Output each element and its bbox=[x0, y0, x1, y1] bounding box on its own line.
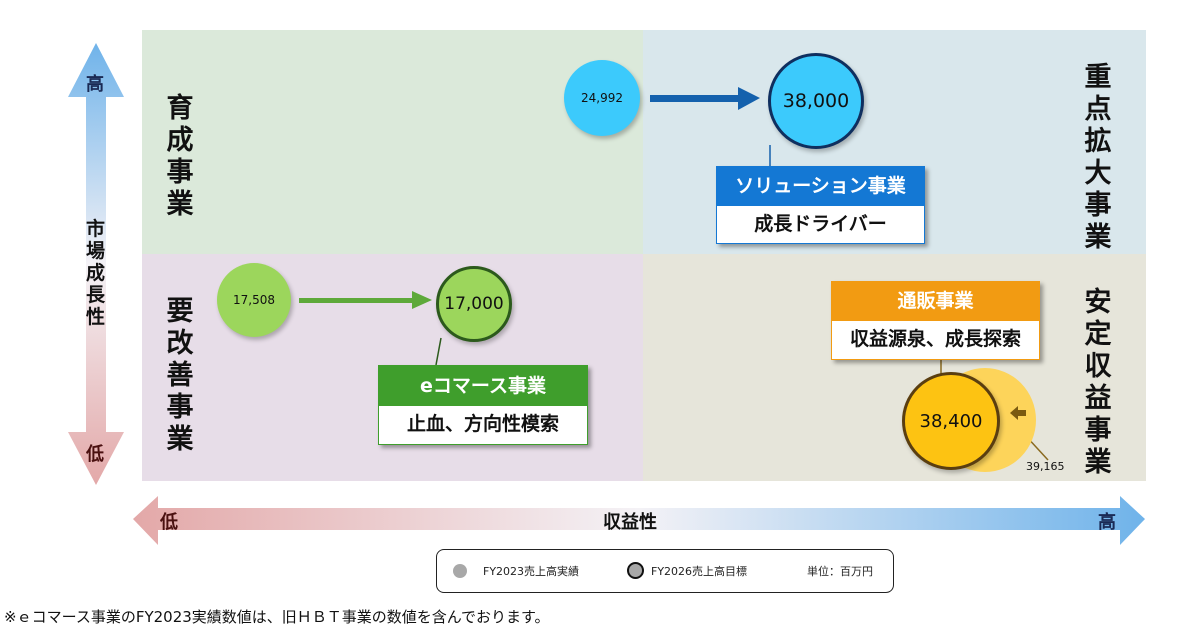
legend-fy2026-label: FY2026売上高目標 bbox=[651, 565, 748, 578]
ecommerce-fy2026-bubble: 17,000 bbox=[436, 266, 512, 342]
footnote: ※ｅコマース事業のFY2023実績数値は、旧ＨＢＴ事業の数値を含んでおります。 bbox=[4, 608, 550, 626]
solution-fy2023-bubble: 24,992 bbox=[564, 60, 640, 136]
vertical-axis-arrow bbox=[68, 43, 124, 485]
mailorder-fy2026-bubble: 38,400 bbox=[902, 372, 1000, 470]
horizontal-axis-high-label: 高 bbox=[1098, 512, 1116, 533]
solution-callout-role: 成長ドライバー bbox=[754, 213, 887, 235]
legend: FY2023売上高実績 FY2026売上高目標 単位：百万円 bbox=[436, 549, 894, 593]
ecommerce-callout-role: 止血、方向性模索 bbox=[406, 413, 559, 435]
mailorder-fy2023-value: 39,165 bbox=[1026, 460, 1065, 473]
vertical-axis-title: 市場成長性 bbox=[86, 218, 106, 328]
vertical-axis-low-label: 低 bbox=[86, 444, 104, 465]
mailorder-callout-role: 収益源泉、成長探索 bbox=[849, 328, 1021, 350]
solution-callout: ソリューション事業 成長ドライバー bbox=[716, 166, 925, 244]
solution-callout-title: ソリューション事業 bbox=[717, 167, 924, 206]
ecommerce-fy2023-bubble: 17,508 bbox=[217, 263, 291, 337]
mailorder-fy2026-value: 38,400 bbox=[919, 410, 983, 432]
legend-unit: 単位：百万円 bbox=[807, 565, 873, 578]
ecommerce-callout: eコマース事業 止血、方向性模索 bbox=[378, 365, 588, 445]
ecommerce-leader-line bbox=[435, 337, 442, 366]
mailorder-decline-arrow-icon bbox=[1010, 406, 1026, 420]
ecommerce-fy2023-value: 17,508 bbox=[233, 293, 275, 307]
legend-fy2023-label: FY2023売上高実績 bbox=[483, 565, 580, 578]
ecommerce-callout-title: eコマース事業 bbox=[379, 366, 587, 406]
vertical-axis-high-label: 高 bbox=[86, 74, 104, 95]
solution-fy2026-value: 38,000 bbox=[782, 90, 850, 112]
solution-growth-arrow bbox=[650, 87, 760, 110]
quadrant-label-bottom-right: 安定収益事業 bbox=[1084, 287, 1112, 478]
quadrant-label-bottom-left: 要改善事業 bbox=[166, 296, 194, 455]
quadrant-label-top-right: 重点拡大事業 bbox=[1084, 62, 1112, 253]
legend-fy2026-swatch bbox=[627, 562, 644, 579]
mailorder-callout: 通販事業 収益源泉、成長探索 bbox=[831, 281, 1040, 360]
mailorder-callout-title: 通販事業 bbox=[832, 282, 1039, 321]
horizontal-axis-arrow bbox=[133, 496, 1145, 545]
solution-fy2023-value: 24,992 bbox=[581, 91, 623, 105]
solution-fy2026-bubble: 38,000 bbox=[768, 53, 864, 149]
quadrant-top-left bbox=[142, 30, 643, 254]
quadrant-label-top-left: 育成事業 bbox=[166, 93, 194, 220]
horizontal-axis-low-label: 低 bbox=[160, 512, 178, 533]
legend-fy2023-swatch bbox=[453, 564, 467, 578]
ecommerce-growth-arrow bbox=[299, 291, 432, 309]
ecommerce-fy2026-value: 17,000 bbox=[444, 294, 504, 314]
horizontal-axis-title: 収益性 bbox=[603, 512, 657, 533]
